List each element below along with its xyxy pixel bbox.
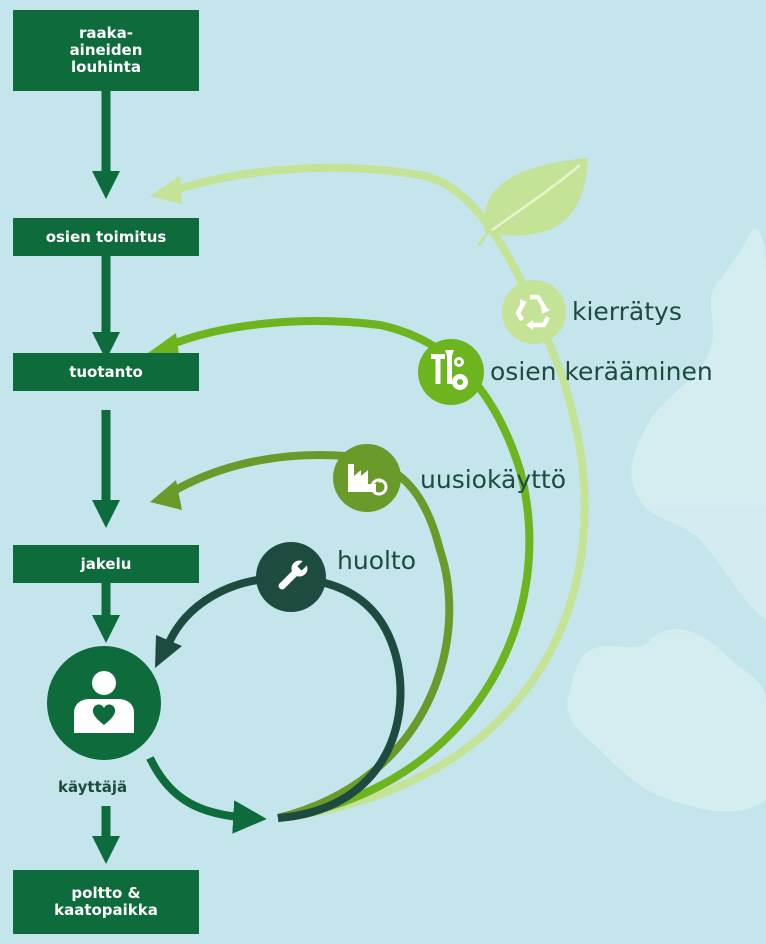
person-heart-icon xyxy=(47,646,161,760)
step-raw-extraction: raaka- aineiden louhinta xyxy=(13,10,199,91)
leaf-icon xyxy=(476,158,588,247)
flow-arrows xyxy=(92,91,120,864)
arrow-head xyxy=(92,171,120,199)
map-silhouette-background xyxy=(567,229,766,812)
maintenance-label: huolto xyxy=(337,546,417,575)
maintenance-arrow-head xyxy=(155,635,182,668)
reuse-arrow-head xyxy=(150,480,182,510)
step-parts-supply: osien toimitus xyxy=(13,218,199,256)
recycling-arrow-head xyxy=(150,176,182,204)
arrow-head xyxy=(92,332,120,360)
step-distribution: jakelu xyxy=(13,545,199,583)
parts-collection-label: osien kerääminen xyxy=(490,357,713,386)
recycle-icon xyxy=(502,280,566,344)
arrow-head xyxy=(92,615,120,643)
user-label: käyttäjä xyxy=(58,778,128,796)
parts-collection-loop-arc xyxy=(168,317,534,822)
step-production: tuotanto xyxy=(13,353,199,391)
arrow-head xyxy=(92,836,120,864)
wrench-icon xyxy=(256,542,326,612)
reuse-label: uusiokäyttö xyxy=(420,465,567,494)
factory-cycle-icon xyxy=(333,444,401,512)
arrow-head xyxy=(92,500,120,528)
step-disposal: poltto & kaatopaikka xyxy=(13,870,199,934)
reuse-loop-arc xyxy=(169,450,454,822)
tools-gear-icon xyxy=(418,339,484,405)
recycling-label: kierrätys xyxy=(572,297,682,326)
user-to-return-arrow xyxy=(146,756,267,834)
maintenance-loop-arc xyxy=(164,573,405,822)
